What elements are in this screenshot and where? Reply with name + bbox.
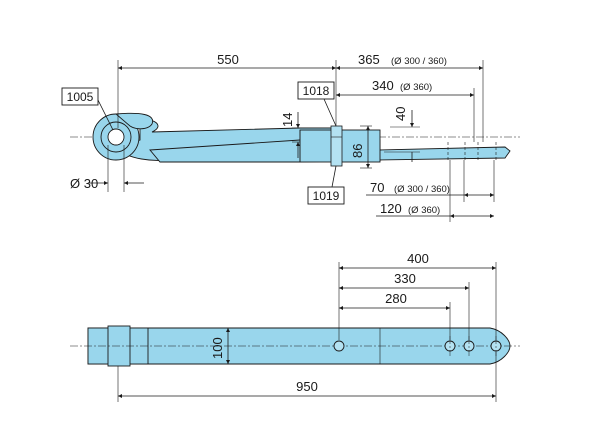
dim-eye-label: Ø 30 (70, 176, 98, 191)
center-bolt-hole (333, 340, 345, 352)
eye-wrap (114, 112, 154, 130)
center-bolt (330, 125, 343, 167)
dim-950-label: 950 (296, 379, 318, 394)
dim-120-label: 120 (380, 201, 402, 216)
dim-280-label: 280 (385, 291, 407, 306)
leader-1005 (97, 99, 114, 131)
dim-70-note: (Ø 300 / 360) (394, 184, 450, 195)
dim-330-label: 330 (394, 271, 416, 286)
part-box-1018 (297, 81, 335, 100)
side-view: 550 365 (Ø 300 / 360) 340 (Ø 360) 40 14 … (61, 52, 520, 222)
dim-70-label: 70 (370, 180, 384, 195)
part-label-1019: 1019 (313, 189, 340, 203)
part-label-1005: 1005 (67, 90, 94, 104)
dim-365-note: (Ø 300 / 360) (391, 56, 447, 67)
part-box-1019 (307, 186, 345, 205)
part-label-1018: 1018 (303, 84, 330, 98)
dim-86-label: 86 (350, 144, 365, 158)
dim-340-label: 340 (372, 78, 394, 93)
leader-1018 (323, 98, 337, 127)
dim-40-label: 40 (393, 107, 408, 121)
eye-bore (107, 128, 125, 146)
dim-120-note: (Ø 360) (408, 205, 440, 216)
dim-365-label: 365 (358, 52, 380, 67)
dim-340-note: (Ø 360) (400, 82, 432, 93)
dim-400-label: 400 (407, 251, 429, 266)
top-view: 400 330 280 100 950 (70, 251, 520, 402)
leader-1019 (331, 165, 337, 188)
dim-550-label: 550 (217, 52, 239, 67)
dim-100-label: 100 (210, 337, 225, 359)
part-box-1005 (61, 87, 99, 106)
dim-14-label: 14 (280, 113, 295, 127)
